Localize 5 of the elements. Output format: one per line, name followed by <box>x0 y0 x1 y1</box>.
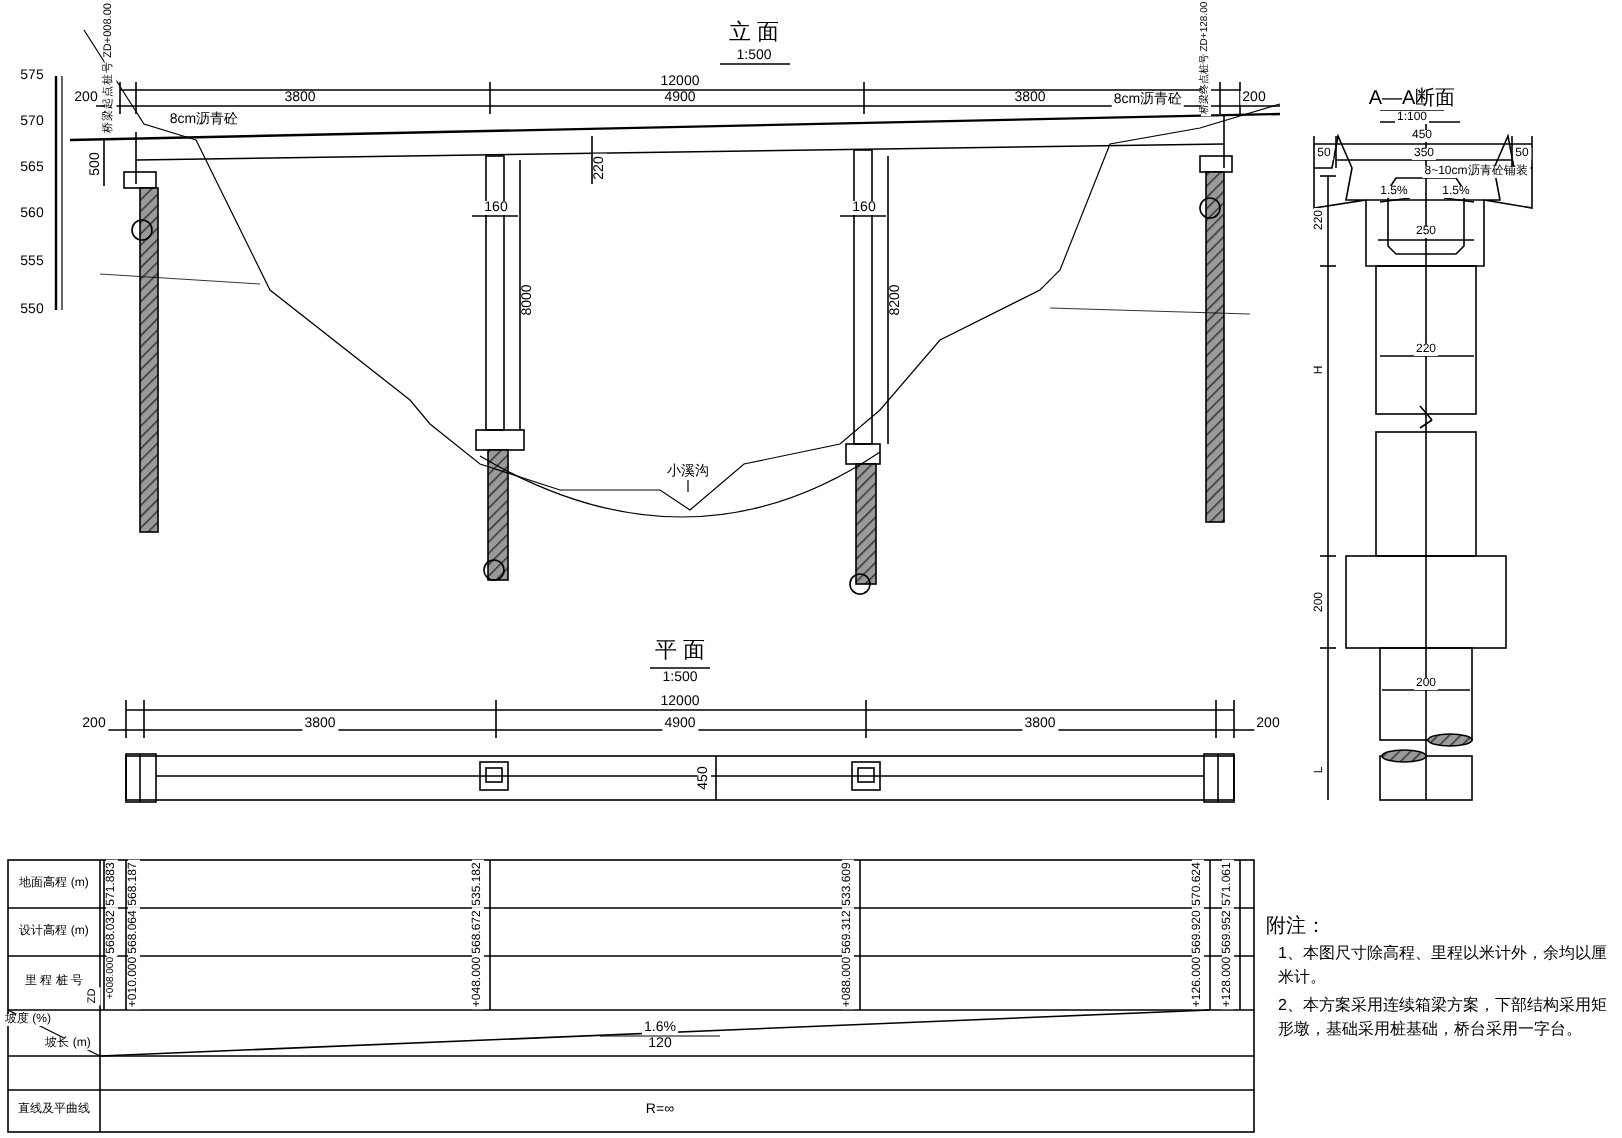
note-text: 1、本图尺寸除高程、里程以米计外，余均以厘米计。 <box>1276 942 1612 990</box>
note-text: 2、本方案采用连续箱梁方案，下部结构采用矩形墩，基础采用桩基础，桥台采用一字台。 <box>1276 994 1612 1042</box>
view-title: 平 面 <box>652 641 708 663</box>
view-title: A—A断面 <box>1366 90 1458 110</box>
view-title: 立 面 <box>726 23 782 45</box>
